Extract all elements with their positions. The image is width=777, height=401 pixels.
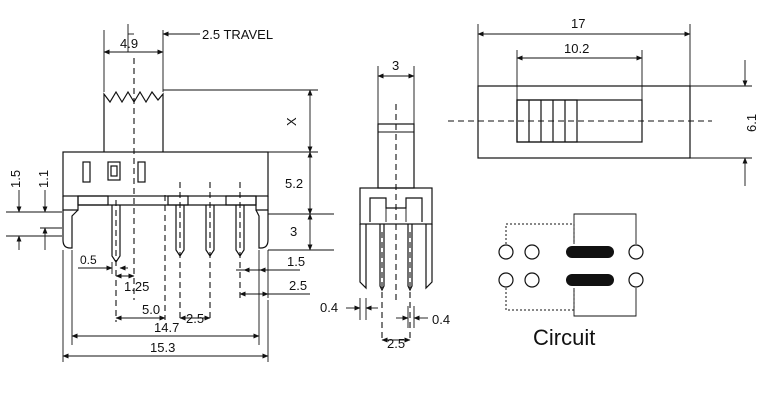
dim-slot: 10.2 [564, 41, 589, 56]
side-view: 3 0.4 0.4 2.5 [320, 58, 450, 351]
dim-inner-right-2: 2.5 [289, 278, 307, 293]
dim-actuator: 3 [392, 58, 399, 73]
dim-pitch: 2.5 [186, 311, 204, 326]
dim-travel: 2.5 TRAVEL [202, 27, 273, 42]
dim-height: 6.1 [744, 114, 759, 132]
dim-pin-small: 0.5 [80, 253, 97, 267]
dim-pin-right: 0.4 [432, 312, 450, 327]
dim-pin-pitch: 2.5 [387, 336, 405, 351]
dim-pitch-center: 5.0 [142, 302, 160, 317]
contact-bar-lower [566, 274, 614, 286]
dim-pin-offset: 1.25 [124, 279, 149, 294]
dim-pin-left: 0.4 [320, 300, 338, 315]
dim-left-2: 1.1 [36, 170, 51, 188]
dim-right-upper: 5.2 [285, 176, 303, 191]
dim-total: 15.3 [150, 340, 175, 355]
dim-right-lower: 3 [290, 224, 297, 239]
circuit-label: Circuit [533, 325, 595, 350]
dim-pin-span: 14.7 [154, 320, 179, 335]
front-view: 4.9 2.5 TRAVEL [6, 24, 334, 362]
dim-inner-right-1: 1.5 [287, 254, 305, 269]
dim-x: X [284, 117, 299, 126]
dim-top-width: 4.9 [120, 36, 138, 51]
top-view: 17 10.2 6.1 [448, 16, 759, 186]
circuit-diagram: Circuit [498, 213, 644, 350]
dim-length: 17 [571, 16, 585, 31]
contact-bar-upper [566, 246, 614, 258]
dim-left-1: 1.5 [8, 170, 23, 188]
